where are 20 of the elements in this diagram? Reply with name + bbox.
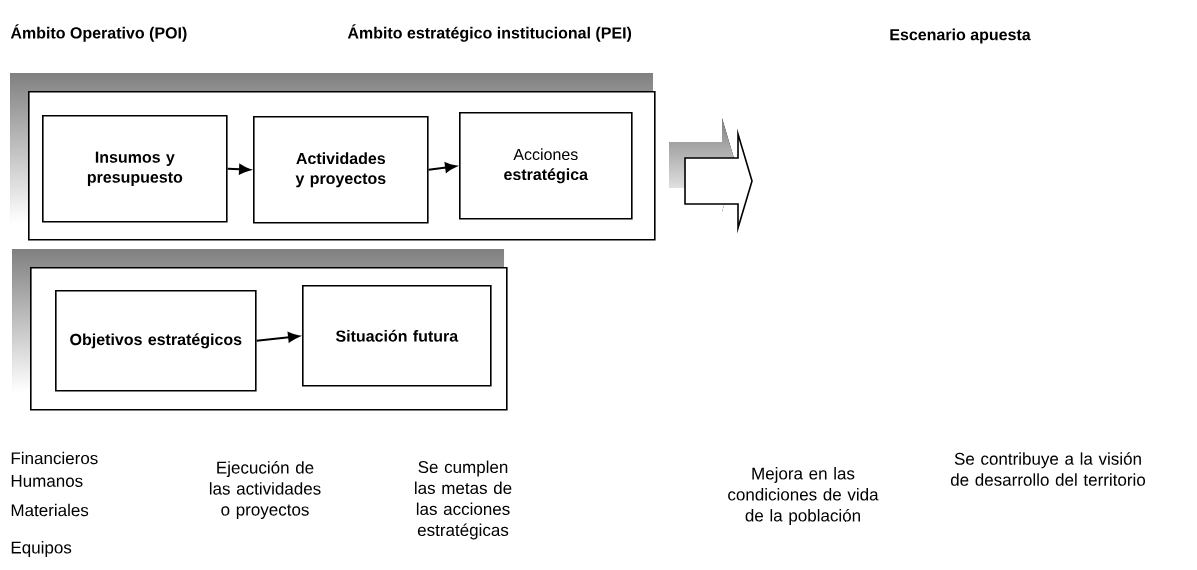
description-text: Financieros	[11, 451, 98, 465]
description-text: Ejecución de las actividades o proyectos	[209, 461, 321, 519]
arrow	[255, 332, 300, 343]
description-text: Se contribuye a la visión de desarrollo del territorio	[950, 452, 1146, 486]
description-text: Humanos	[11, 475, 83, 487]
arrow	[427, 162, 457, 173]
heading: Escenario apuesta	[890, 28, 1031, 44]
process-box: Acciones estratégica	[459, 112, 633, 220]
block-arrow	[669, 118, 753, 234]
description-text: Se cumplen las metas de las acciones estratégicas	[415, 460, 512, 540]
description-text: Materiales	[11, 503, 89, 517]
heading: Ámbito estratégico institucional (PEI)	[347, 24, 632, 42]
process-box: Actividades y proyectos	[253, 116, 429, 224]
description-text: Mejora en las condiciones de vida de la población	[728, 467, 879, 525]
process-box: Situación futura	[302, 285, 492, 387]
heading: Ámbito Operativo (POI)	[10, 24, 187, 42]
process-box: Objetivos estratégicos	[55, 290, 257, 392]
process-box: Insumos y presupuesto	[42, 115, 228, 223]
description-text: Equipos	[11, 541, 72, 557]
arrow	[226, 164, 251, 175]
